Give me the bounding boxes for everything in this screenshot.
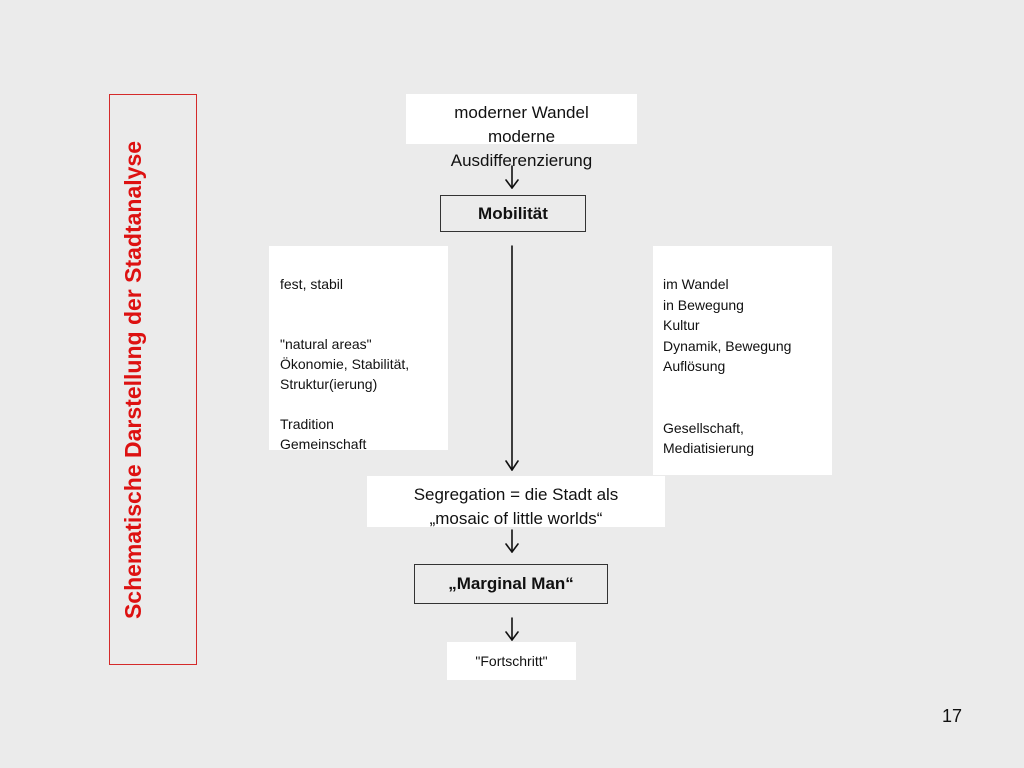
title-frame (109, 94, 197, 665)
modern-change-text: moderner Wandel moderne Ausdifferenzieru… (450, 103, 593, 170)
modern-change-box (406, 94, 637, 144)
arrow-marginal-to-progress (505, 617, 519, 641)
page-number: 17 (941, 706, 962, 726)
progress-box: "Fortschritt" (447, 642, 576, 680)
stable-box-text: fest, stabil "natural areas" Ökonomie, S… (280, 276, 410, 452)
mobility-box: Mobilität (440, 195, 586, 232)
arrow-mobility-to-segregation (505, 245, 519, 471)
stable-box (269, 246, 448, 450)
segregation-text: Segregation = die Stadt als „mosaic of l… (413, 485, 619, 528)
arrow-segregation-to-marginal (505, 529, 519, 553)
slide-title: Schematische Darstellung der Stadtanalys… (120, 140, 146, 620)
change-box (653, 246, 832, 475)
change-box-text: im Wandel in Bewegung Kultur Dynamik, Be… (663, 276, 792, 456)
marginal-man-box: „Marginal Man“ (414, 564, 608, 604)
segregation-box (367, 476, 665, 527)
